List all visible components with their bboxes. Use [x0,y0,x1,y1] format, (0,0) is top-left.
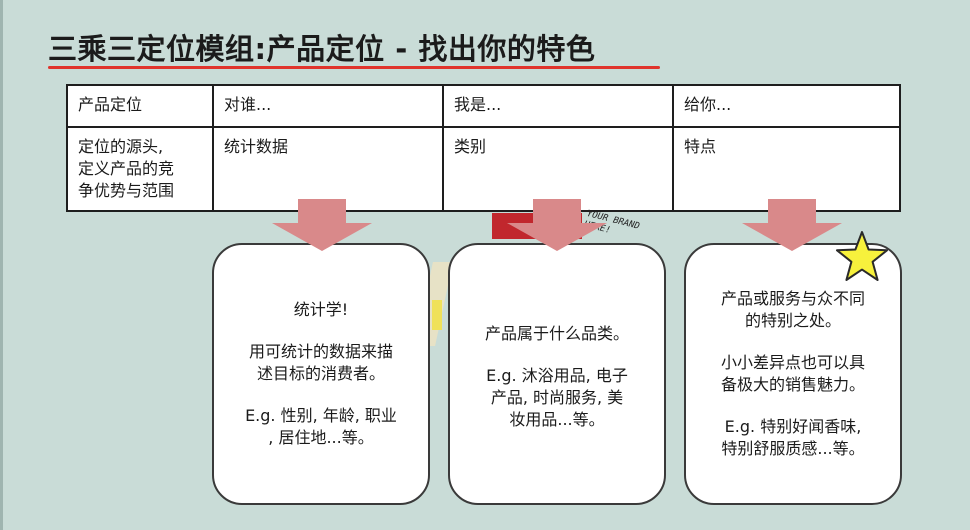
down-arrow-icon [507,199,607,251]
box-paragraph: E.g. 沐浴用品, 电子 产品, 时尚服务, 美 妆用品...等。 [486,365,628,431]
box-paragraph: 用可统计的数据来描 述目标的消费者。 [249,341,393,385]
positioning-table: 产品定位 对谁... 我是... 给你... 定位的源头, 定义产品的竞 争优势… [66,84,901,212]
page-title: 三乘三定位模组:产品定位 - 找出你的特色 [48,32,596,66]
box-line: 产品属于什么品类。 [484,324,629,343]
demographics-box: 统计学! 用可统计的数据来描 述目标的消费者。 E.g. 性别, 年龄, 职业 … [212,243,430,505]
table-row: 定位的源头, 定义产品的竞 争优势与范围 统计数据 类别 特点 [66,126,901,212]
title-underline [48,66,660,69]
slide-edge [0,0,3,530]
star-icon [836,231,888,281]
header-cell-positioning: 产品定位 [66,84,214,128]
box-line: 用可统计的数据来描 [248,342,393,361]
definition-line: 定义产品的竞 [78,159,175,178]
box-line: E.g. 特别好闻香味, [724,417,862,436]
box-paragraph: 统计学! [294,299,348,321]
box-paragraph: 产品或服务与众不同 的特别之处。 [721,288,865,332]
row-cell-definition: 定位的源头, 定义产品的竞 争优势与范围 [66,126,214,212]
box-line: , 居住地...等。 [268,428,374,447]
box-paragraph: 小小差异点也可以具 备极大的销售魅力。 [721,352,865,396]
down-arrow-icon [742,199,842,251]
box-paragraph: E.g. 特别好闻香味, 特别舒服质感...等。 [721,416,864,460]
background-yellow-strip [432,300,442,330]
definition-line: 定位的源头, [78,137,164,156]
box-line: 备极大的销售魅力。 [720,375,865,394]
header-cell-give-you: 给你... [672,84,901,128]
header-cell-i-am: 我是... [442,84,674,128]
down-arrow-icon [272,199,372,251]
box-line: 妆用品...等。 [509,410,605,429]
box-line: 特别舒服质感...等。 [721,439,865,458]
box-line: 小小差异点也可以具 [720,353,865,372]
box-line: 述目标的消费者。 [256,364,385,383]
definition-line: 争优势与范围 [78,181,175,200]
box-line: 的特别之处。 [744,311,841,330]
box-line: 统计学! [293,300,349,319]
box-line: E.g. 沐浴用品, 电子 [486,366,628,385]
box-line: E.g. 性别, 年龄, 职业 [245,406,397,425]
table-header-row: 产品定位 对谁... 我是... 给你... [66,84,901,128]
box-paragraph: 产品属于什么品类。 [485,323,629,345]
row-cell-feature: 特点 [672,126,901,212]
box-paragraph: E.g. 性别, 年龄, 职业 , 居住地...等。 [245,405,397,449]
box-line: 产品, 时尚服务, 美 [490,388,624,407]
feature-box: 产品或服务与众不同 的特别之处。 小小差异点也可以具 备极大的销售魅力。 E.g… [684,243,902,505]
header-cell-to-whom: 对谁... [212,84,444,128]
box-line: 产品或服务与众不同 [720,289,865,308]
category-box: 产品属于什么品类。 E.g. 沐浴用品, 电子 产品, 时尚服务, 美 妆用品.… [448,243,666,505]
